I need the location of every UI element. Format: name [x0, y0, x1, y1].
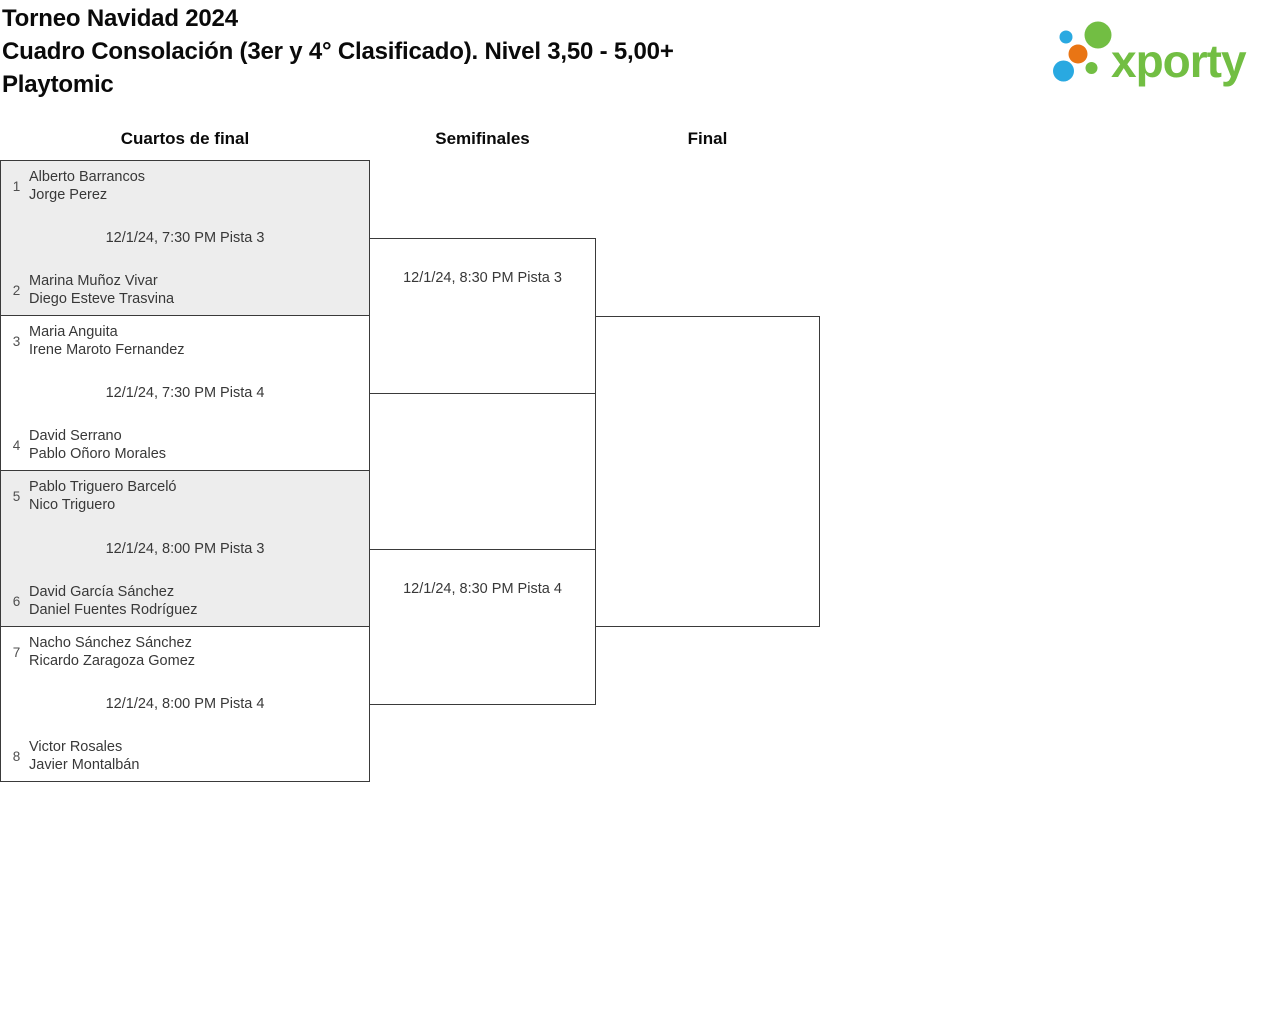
team-players: Marina Muñoz Vivar Diego Esteve Trasvina [29, 272, 174, 308]
match-quarterfinal-3[interactable]: 5 Pablo Triguero Barceló Nico Triguero 1… [0, 470, 370, 627]
team-slot: 7 Nacho Sánchez Sánchez Ricardo Zaragoza… [9, 634, 361, 670]
player-name: Diego Esteve Trasvina [29, 291, 175, 307]
team-players: Pablo Triguero Barceló Nico Triguero [29, 478, 177, 514]
match-semifinal-2[interactable]: 12/1/24, 8:30 PM Pista 4 [369, 549, 596, 705]
logo-circle-small-blue [1059, 30, 1073, 44]
team-players: David García Sánchez Daniel Fuentes Rodr… [29, 583, 197, 619]
match-schedule: 12/1/24, 8:00 PM Pista 4 [105, 696, 265, 712]
logo-text: xporty [1111, 35, 1247, 87]
seed-number: 6 [12, 593, 21, 609]
logo-circle-orange [1068, 44, 1088, 64]
seed-number: 4 [12, 437, 21, 453]
player-name: Victor Rosales [29, 739, 123, 755]
seed-number: 2 [12, 282, 21, 298]
player-name: Jorge Perez [29, 187, 108, 203]
logo-circle-small-green [1085, 62, 1098, 74]
seed-number: 5 [12, 488, 21, 504]
player-name: Nacho Sánchez Sánchez [29, 635, 192, 651]
round-header-cuartos-de-final: Cuartos de final [120, 129, 250, 148]
team-slot: 2 Marina Muñoz Vivar Diego Esteve Trasvi… [9, 272, 361, 308]
tournament-title: Torneo Navidad 2024 Cuadro Consolación (… [2, 2, 902, 101]
seed-number: 8 [12, 748, 21, 764]
team-slot: 6 David García Sánchez Daniel Fuentes Ro… [9, 583, 361, 619]
player-name: David Serrano [29, 428, 122, 444]
match-semifinal-1[interactable]: 12/1/24, 8:30 PM Pista 3 [369, 238, 596, 394]
tournament-title-line-3: Playtomic [2, 71, 114, 98]
team-players: Nacho Sánchez Sánchez Ricardo Zaragoza G… [29, 634, 195, 670]
team-slot: 3 Maria Anguita Irene Maroto Fernandez [9, 323, 361, 359]
match-schedule: 12/1/24, 7:30 PM Pista 3 [105, 230, 265, 246]
team-slot: 8 Victor Rosales Javier Montalbán [9, 738, 361, 774]
seed-number: 3 [12, 333, 21, 349]
logo-circle-big-blue [1053, 60, 1074, 82]
team-slot: 1 Alberto Barrancos Jorge Perez [9, 168, 361, 204]
team-players: Victor Rosales Javier Montalbán [29, 738, 139, 774]
player-name: Javier Montalbán [29, 757, 140, 773]
team-slot: 4 David Serrano Pablo Oñoro Morales [9, 427, 361, 463]
tournament-title-line-2: Cuadro Consolación (3er y 4° Clasificado… [2, 38, 674, 65]
xporty-logo[interactable]: xporty [1048, 12, 1280, 92]
player-name: Nico Triguero [29, 497, 116, 513]
team-slot: 5 Pablo Triguero Barceló Nico Triguero [9, 478, 361, 514]
match-quarterfinal-2[interactable]: 3 Maria Anguita Irene Maroto Fernandez 1… [0, 315, 370, 471]
match-quarterfinal-4[interactable]: 7 Nacho Sánchez Sánchez Ricardo Zaragoza… [0, 626, 370, 782]
match-final[interactable] [595, 316, 820, 627]
player-name: Irene Maroto Fernandez [29, 342, 185, 358]
seed-number: 1 [12, 178, 21, 194]
player-name: Maria Anguita [29, 324, 118, 340]
match-quarterfinal-1[interactable]: 1 Alberto Barrancos Jorge Perez 12/1/24,… [0, 160, 370, 316]
player-name: David García Sánchez [29, 584, 175, 600]
team-players: Maria Anguita Irene Maroto Fernandez [29, 323, 185, 359]
match-schedule: 12/1/24, 8:30 PM Pista 3 [403, 270, 562, 286]
tournament-title-line-1: Torneo Navidad 2024 [2, 5, 238, 32]
player-name: Pablo Triguero Barceló [29, 479, 177, 495]
player-name: Alberto Barrancos [29, 169, 146, 185]
seed-number: 7 [12, 644, 21, 660]
match-schedule: 12/1/24, 7:30 PM Pista 4 [105, 385, 265, 401]
team-players: David Serrano Pablo Oñoro Morales [29, 427, 166, 463]
player-name: Marina Muñoz Vivar [29, 273, 158, 289]
player-name: Ricardo Zaragoza Gomez [29, 653, 196, 669]
round-header-final: Final [687, 129, 728, 148]
match-schedule: 12/1/24, 8:00 PM Pista 3 [105, 540, 265, 557]
team-players: Alberto Barrancos Jorge Perez [29, 168, 145, 204]
logo-circle-big-green [1084, 21, 1112, 49]
player-name: Daniel Fuentes Rodríguez [29, 602, 198, 618]
match-schedule: 12/1/24, 8:30 PM Pista 4 [403, 581, 562, 597]
player-name: Pablo Oñoro Morales [29, 446, 167, 462]
round-header-semifinales: Semifinales [435, 129, 530, 148]
